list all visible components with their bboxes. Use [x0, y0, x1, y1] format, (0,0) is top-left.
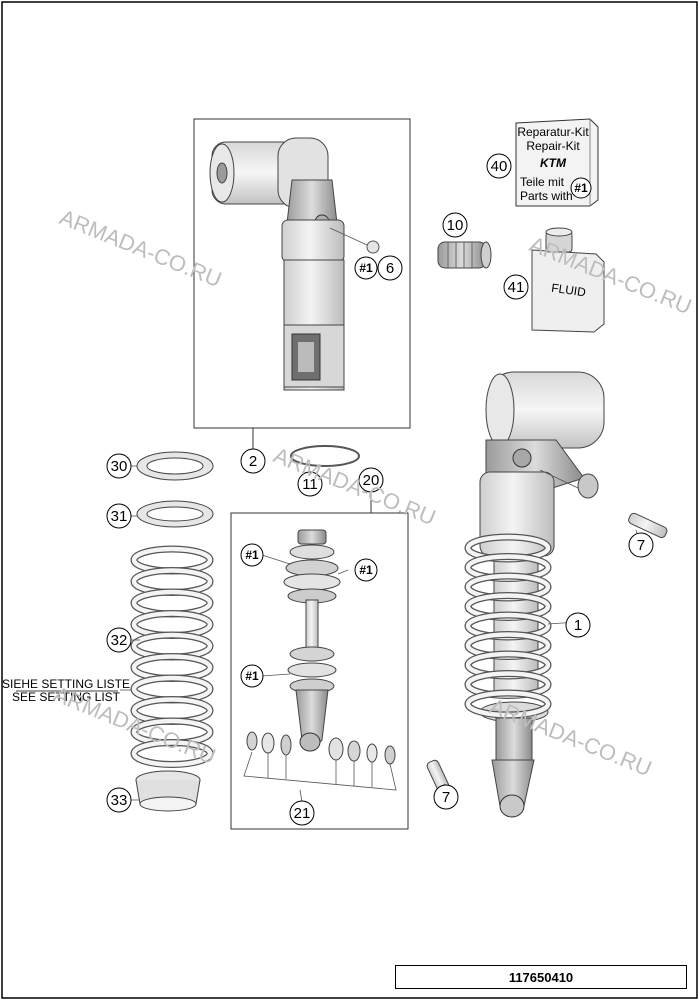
callout-33: 33	[106, 787, 132, 813]
damper-body-illustration	[209, 137, 345, 391]
watermark-3: ARMADA-CO.RU	[270, 442, 439, 530]
svg-text:Repair-Kit: Repair-Kit	[526, 139, 580, 153]
lock-nut-part-31	[136, 500, 214, 528]
callout-21: 21	[289, 800, 315, 826]
callout-41: 41	[503, 274, 529, 300]
damper-body-box	[193, 118, 411, 429]
svg-text:#1: #1	[574, 181, 588, 195]
document-id-box: 117650410	[395, 965, 687, 989]
callout-11: 11	[297, 471, 323, 497]
spring-coil-highlight	[465, 690, 551, 718]
small-parts-row	[243, 731, 397, 803]
sub-ref-marker-piston-right: #1	[354, 558, 378, 582]
callout-10: 10	[442, 212, 468, 238]
callout-1: 1	[565, 612, 591, 638]
callout-6: 6	[377, 255, 403, 281]
piston-rod-box	[230, 512, 409, 830]
spring-part-32	[130, 545, 214, 768]
svg-text:1: 1	[574, 617, 582, 634]
svg-text:40: 40	[491, 158, 508, 175]
svg-text:#1: #1	[359, 261, 373, 275]
document-id: 117650410	[508, 969, 574, 985]
washer-part-6	[366, 240, 380, 254]
callout-32: 32	[106, 627, 132, 653]
watermark-1: ARMADA-CO.RU	[56, 204, 225, 292]
callout-7-lower: 7	[433, 784, 459, 810]
callout-30: 30	[106, 453, 132, 479]
svg-text:2: 2	[249, 453, 257, 470]
svg-text:30: 30	[111, 458, 128, 475]
svg-text:6: 6	[386, 260, 394, 277]
svg-text:7: 7	[442, 789, 450, 806]
svg-text:KTM: KTM	[540, 156, 567, 170]
svg-text:31: 31	[111, 508, 128, 525]
callout-2: 2	[240, 448, 266, 474]
svg-text:32: 32	[111, 632, 128, 649]
spring-seat-part-33	[135, 770, 201, 812]
sub-ref-marker-rod: #1	[240, 664, 264, 688]
callout-20: 20	[358, 467, 384, 493]
spring-nut-part-30	[136, 451, 214, 481]
svg-text:Reparatur-Kit: Reparatur-Kit	[517, 125, 589, 139]
svg-text:11: 11	[302, 476, 318, 493]
svg-text:21: 21	[294, 805, 311, 822]
svg-text:20: 20	[363, 472, 380, 489]
ring-part-11	[290, 445, 360, 467]
callout-31: 31	[106, 503, 132, 529]
callout-40: 40	[486, 153, 512, 179]
svg-text:41: 41	[508, 279, 525, 296]
svg-text:10: 10	[447, 217, 464, 234]
svg-text:#1: #1	[359, 563, 373, 577]
sub-ref-marker-piston-left: #1	[240, 543, 264, 567]
svg-text:#1: #1	[245, 669, 259, 683]
spring-coil-highlight	[131, 740, 213, 767]
shock-spring-coils	[464, 533, 552, 719]
fluid-can-part-41	[531, 227, 605, 333]
adjuster-part-10	[437, 241, 492, 269]
fluid-label: FLUID	[550, 281, 587, 300]
svg-text:Parts with: Parts with	[520, 189, 573, 203]
svg-text:7: 7	[637, 537, 645, 554]
setting-list-note: SIEHE SETTING LISTE SEE SETTING LIST	[2, 677, 130, 704]
sub-ref-marker-head: #1	[354, 256, 378, 280]
svg-text:SEE SETTING LIST: SEE SETTING LIST	[12, 690, 121, 704]
svg-text:33: 33	[111, 792, 128, 809]
repair-kit-label: Reparatur-Kit Repair-Kit KTM Teile mit P…	[517, 125, 592, 203]
svg-text:#1: #1	[245, 548, 259, 562]
svg-text:SIEHE SETTING LISTE: SIEHE SETTING LISTE	[2, 677, 130, 691]
piston-rod-illustration	[283, 529, 341, 752]
svg-text:Teile mit: Teile mit	[520, 175, 565, 189]
callout-7-upper: 7	[628, 532, 654, 558]
